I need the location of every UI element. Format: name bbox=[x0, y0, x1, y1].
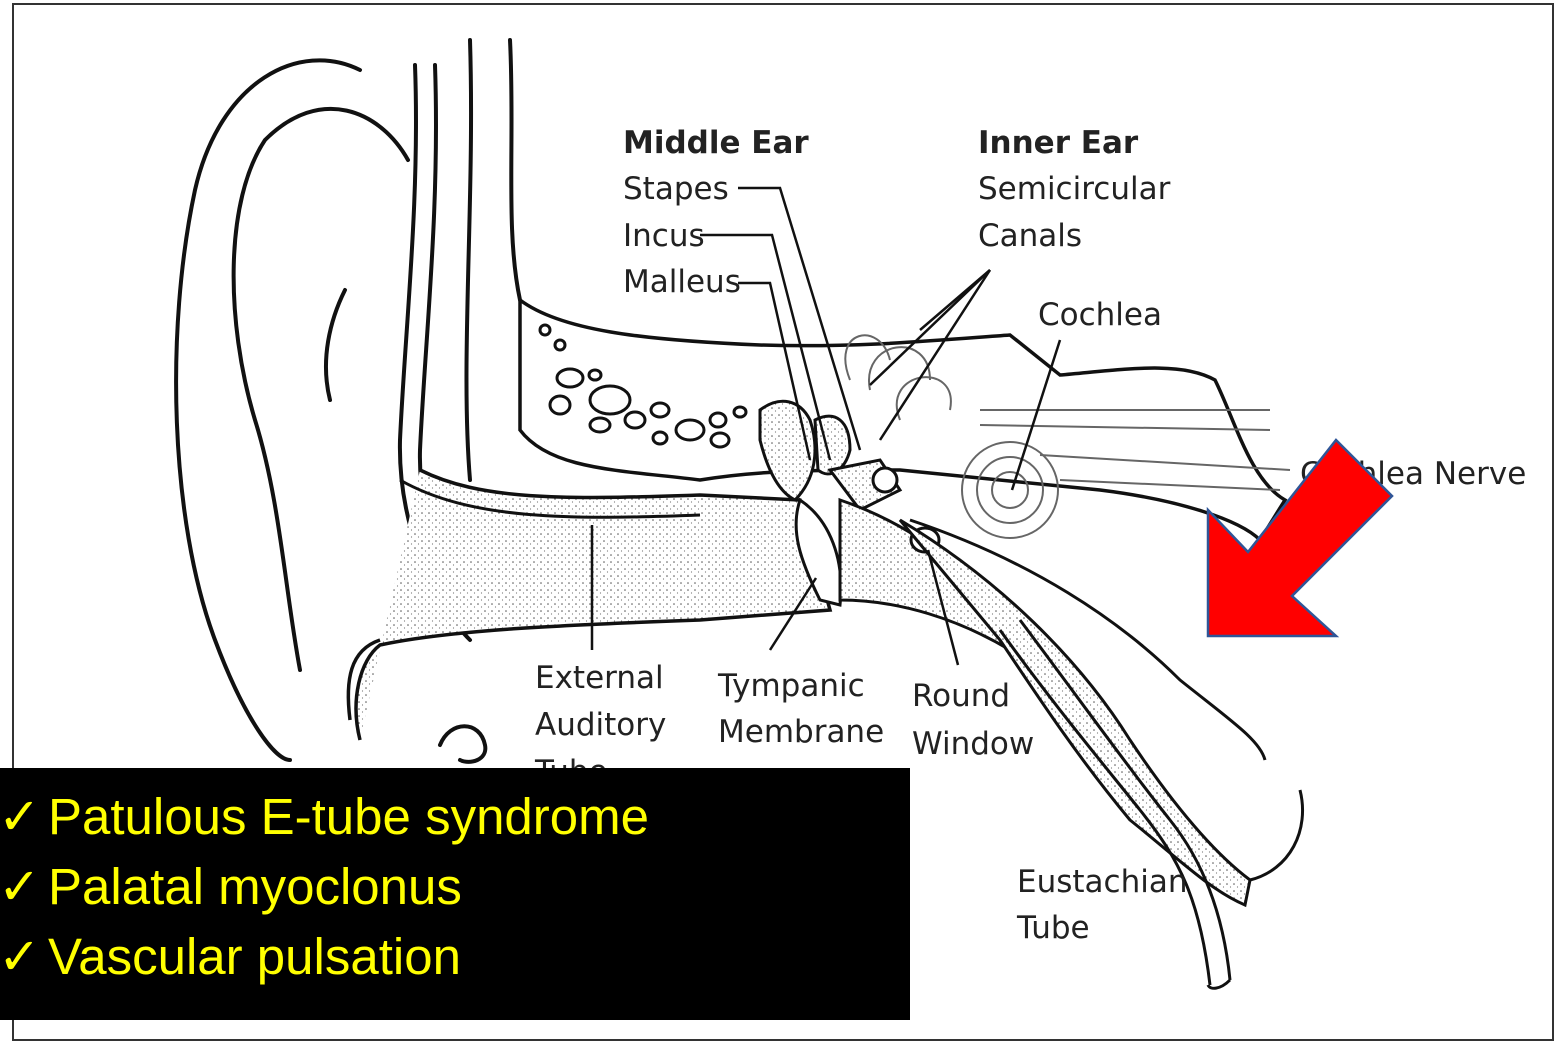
callout-item-text: Vascular pulsation bbox=[48, 928, 461, 985]
label-eustachian-2: Tube bbox=[1016, 910, 1090, 946]
label-inner-ear: Inner Ear bbox=[978, 125, 1139, 161]
label-external-1: External bbox=[535, 660, 664, 696]
callout-box: ✓Patulous E-tube syndrome ✓Palatal myocl… bbox=[0, 768, 910, 1020]
callout-item: ✓Patulous E-tube syndrome bbox=[0, 782, 910, 852]
label-incus: Incus bbox=[623, 218, 705, 254]
label-external-2: Auditory bbox=[535, 707, 666, 743]
callout-list: ✓Patulous E-tube syndrome ✓Palatal myocl… bbox=[0, 782, 910, 992]
label-round-2: Window bbox=[912, 726, 1034, 762]
label-tympanic-1: Tympanic bbox=[717, 668, 865, 704]
callout-item-text: Patulous E-tube syndrome bbox=[48, 788, 649, 845]
check-icon: ✓ bbox=[0, 922, 48, 992]
label-malleus: Malleus bbox=[623, 264, 741, 300]
label-cochlea: Cochlea bbox=[1038, 297, 1162, 333]
label-stapes: Stapes bbox=[623, 171, 729, 207]
label-semicircular: Semicircular bbox=[978, 171, 1171, 207]
label-tympanic-2: Membrane bbox=[718, 714, 884, 750]
check-icon: ✓ bbox=[0, 782, 48, 852]
callout-item: ✓Vascular pulsation bbox=[0, 922, 910, 992]
label-middle-ear: Middle Ear bbox=[623, 125, 809, 161]
outer-ear bbox=[176, 40, 520, 762]
callout-item-text: Palatal myoclonus bbox=[48, 858, 462, 915]
callout-item: ✓Palatal myoclonus bbox=[0, 852, 910, 922]
check-icon: ✓ bbox=[0, 852, 48, 922]
label-round-1: Round bbox=[912, 678, 1010, 714]
label-eustachian-1: Eustachian bbox=[1017, 864, 1188, 900]
label-canals: Canals bbox=[978, 218, 1082, 254]
